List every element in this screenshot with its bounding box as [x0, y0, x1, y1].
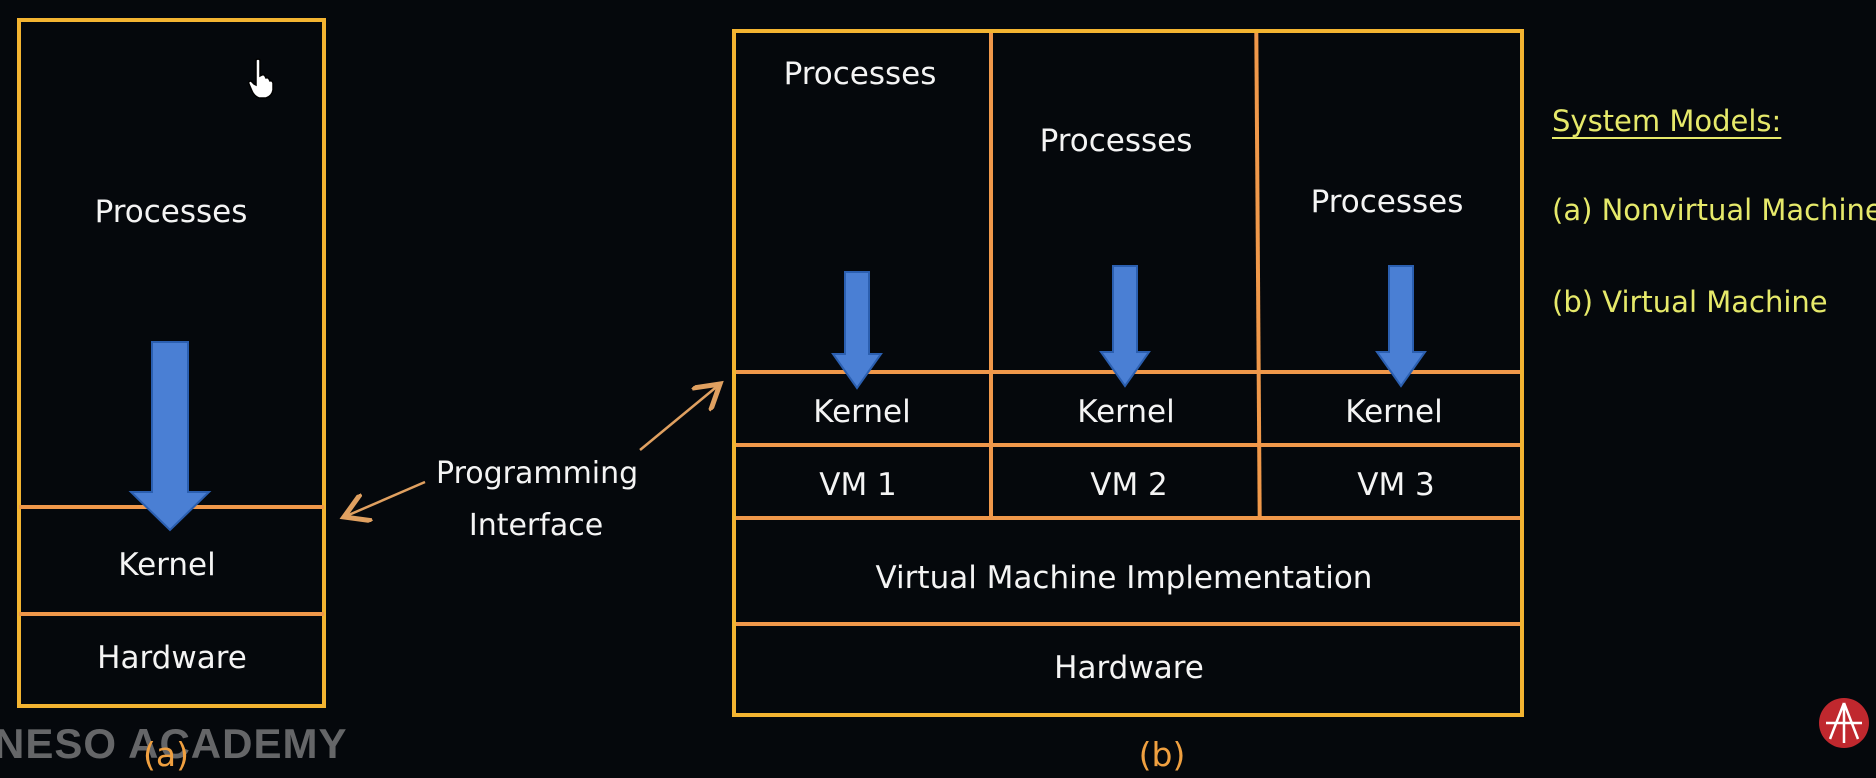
diagram-b-col1-processes-label: Processes [783, 56, 937, 92]
diagram-b-col1-vm-label: VM 1 [819, 467, 897, 503]
diagram-b-vmi-divider [736, 516, 1520, 520]
channel-logo-icon [1819, 698, 1869, 748]
programming-interface-line-2: Interface [468, 508, 604, 543]
programming-interface-line-1: Programming [436, 456, 639, 491]
diagram-b-col2-processes-label: Processes [1039, 123, 1193, 159]
watermark-logo-text: NESO ACADEMY [0, 720, 348, 767]
diagram-a-hardware-label: Hardware [97, 640, 247, 676]
diagram-a-down-arrow-icon [128, 341, 212, 532]
diagram-b-caption: (b) [1138, 735, 1186, 774]
legend-item-b: (b) Virtual Machine [1552, 285, 1828, 319]
diagram-b-col3-processes-label: Processes [1310, 184, 1464, 220]
diagram-b-column-divider-1 [989, 33, 993, 518]
hand-cursor-icon [248, 58, 274, 99]
diagram-a-hardware-divider [19, 612, 324, 616]
diagram-b-col1-down-arrow-icon [831, 271, 883, 390]
legend-title: System Models: [1552, 104, 1782, 138]
diagram-b-col3-down-arrow-icon [1375, 265, 1427, 388]
diagram-a-processes-label: Processes [94, 194, 248, 230]
diagram-b-col1-kernel-label: Kernel [813, 394, 911, 430]
diagram-b-hardware-divider [736, 622, 1520, 626]
diagram-b-col3-kernel-label: Kernel [1345, 394, 1443, 430]
diagram-a-caption: (a) [143, 735, 189, 774]
diagram-b-hardware-label: Hardware [1054, 650, 1204, 686]
diagram-a-frame [17, 18, 326, 708]
diagram-b-col2-down-arrow-icon [1099, 265, 1151, 388]
diagram-b-frame [732, 29, 1524, 717]
diagram-b-vm-implementation-label: Virtual Machine Implementation [875, 560, 1373, 596]
diagram-b-col3-vm-label: VM 3 [1357, 467, 1435, 503]
legend-item-a: (a) Nonvirtual Machine [1552, 193, 1876, 227]
programming-interface-label: Programming Interface [436, 448, 639, 552]
diagram-a-kernel-label: Kernel [118, 547, 216, 583]
diagram-b-vm-divider [736, 443, 1520, 447]
diagram-b-col2-vm-label: VM 2 [1090, 467, 1168, 503]
diagram-b-col2-kernel-label: Kernel [1077, 394, 1175, 430]
